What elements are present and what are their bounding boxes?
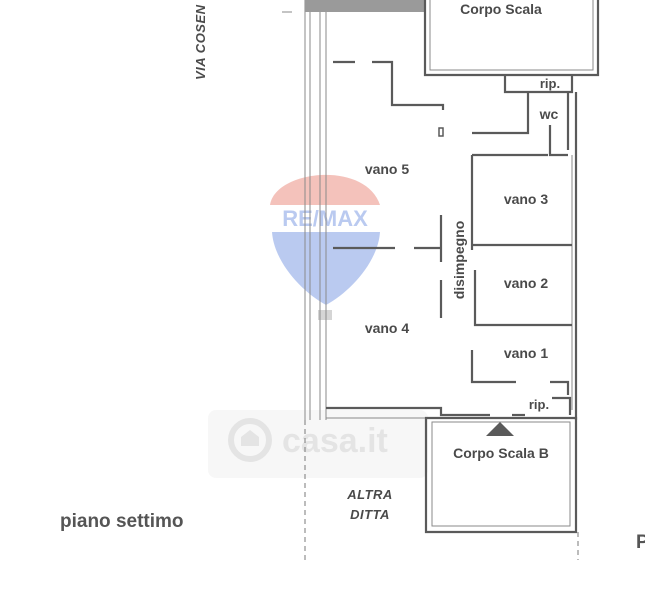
room-label-wc: wc bbox=[539, 106, 559, 122]
room-label-corpo-scala-b: Corpo Scala B bbox=[453, 445, 549, 461]
remax-band bbox=[268, 205, 382, 232]
apartment-walls bbox=[326, 60, 578, 420]
room-label-vano-5: vano 5 bbox=[365, 161, 410, 177]
room-label-corpo-scala: Corpo Scala bbox=[460, 1, 542, 17]
room-label-rip-top: rip. bbox=[540, 76, 560, 91]
corpo-scala-top-room: Corpo Scala bbox=[305, 0, 600, 77]
room-label-vano-4: vano 4 bbox=[365, 320, 410, 336]
entrance-arrow-icon bbox=[486, 422, 514, 436]
room-label-vano-2: vano 2 bbox=[504, 275, 549, 291]
room-label-vano-1: vano 1 bbox=[504, 345, 549, 361]
neighbor-label-line-2: DITTA bbox=[350, 507, 390, 522]
room-label-disimpegno: disimpegno bbox=[451, 221, 467, 300]
floor-label: piano settimo bbox=[60, 511, 184, 532]
remax-basket bbox=[318, 310, 332, 320]
casa-watermark: casa.it bbox=[208, 410, 428, 478]
remax-logo-text: RE/MAX bbox=[282, 206, 368, 231]
casa-logo-text: casa.it bbox=[282, 422, 388, 460]
casa-logo-icon bbox=[228, 418, 272, 462]
remax-balloon-red bbox=[270, 174, 380, 205]
room-label-vano-3: vano 3 bbox=[504, 191, 549, 207]
edge-letter: P bbox=[636, 532, 645, 553]
street-band: VIA COSEN bbox=[193, 0, 327, 560]
neighbor-label-line-1: ALTRA bbox=[346, 487, 393, 502]
room-label-rip-bottom: rip. bbox=[529, 397, 549, 412]
corpo-scala-b-room bbox=[424, 416, 579, 560]
street-label: VIA COSEN bbox=[193, 4, 208, 80]
house-icon bbox=[241, 430, 259, 446]
